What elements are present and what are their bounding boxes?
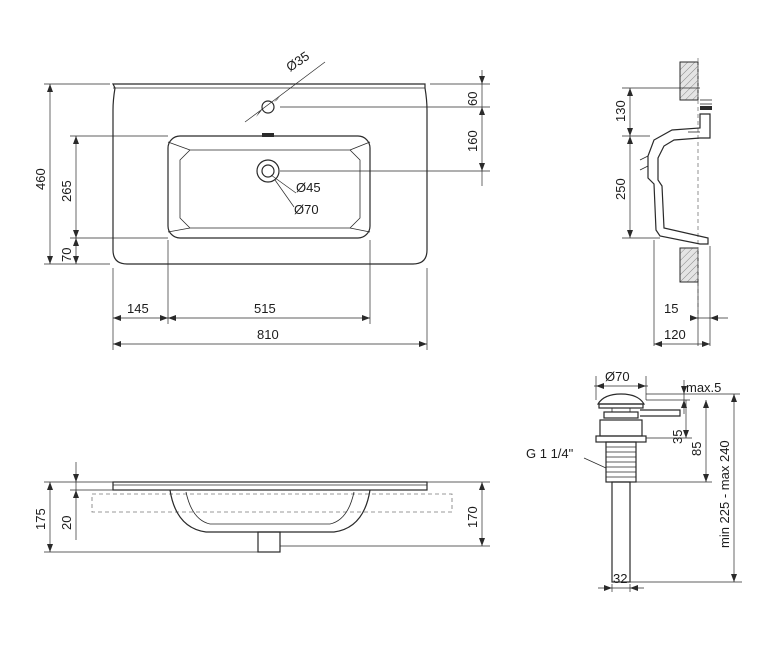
drain-cap [596, 393, 646, 405]
front-view: 175 20 170 [33, 462, 490, 553]
wall-lower [679, 247, 699, 283]
dim-drain-hole: Ø45 [296, 180, 321, 195]
dim-side-rim: 15 [664, 301, 678, 316]
dim-bowl-width: 515 [254, 301, 276, 316]
dim-front-rim-height: 20 [59, 516, 74, 530]
drain-view: Ø70 max.5 35 85 [526, 369, 742, 592]
sink-profile [647, 113, 711, 245]
dim-drain-ring: Ø70 [294, 202, 319, 217]
dim-side-top: 130 [613, 100, 628, 122]
dim-drain-pipe: 32 [613, 571, 627, 586]
overflow-slot [262, 133, 274, 137]
dim-bowl-top: 265 [59, 180, 74, 202]
dim-thread: G 1 1/4" [526, 446, 574, 461]
drain-body [599, 419, 643, 437]
dim-drain-cap: Ø70 [605, 369, 630, 384]
drain-hole [261, 164, 275, 178]
dim-front-right-height: 170 [465, 506, 480, 528]
dim-side-bowl-height: 250 [613, 178, 628, 200]
front-drain [257, 531, 281, 553]
tap-hole [261, 100, 275, 114]
cabinet-outline [91, 493, 453, 513]
sink-outline [112, 83, 428, 265]
top-view: Ø35 Ø45 Ø70 460 265 70 60 160 [33, 48, 490, 350]
counter-top [112, 481, 428, 491]
dim-cap-height: 35 [670, 430, 685, 444]
dim-tap-hole: Ø35 [283, 48, 312, 74]
drain-flange [603, 411, 639, 419]
side-view: 130 250 15 120 [613, 58, 728, 347]
dim-overall-depth: 460 [33, 168, 48, 190]
wall-upper [679, 61, 699, 101]
dim-front-total-height: 175 [33, 508, 48, 530]
dim-tap-offset: 60 [465, 92, 480, 106]
bowl-inner [179, 149, 361, 229]
dim-drain-offset: 160 [465, 130, 480, 152]
front-bowl [169, 489, 371, 533]
dim-left-offset: 145 [127, 301, 149, 316]
dim-overall-width: 810 [257, 327, 279, 342]
dim-side-depth: 120 [664, 327, 686, 342]
dim-front-offset: 70 [59, 248, 74, 262]
dim-body-height: 85 [689, 442, 704, 456]
dim-drain-range: min 225 - max 240 [717, 440, 732, 548]
drain-pipe [611, 481, 631, 583]
dim-max-gap: max.5 [686, 380, 721, 395]
bowl-outer [167, 135, 371, 239]
drain-ring [256, 159, 280, 183]
